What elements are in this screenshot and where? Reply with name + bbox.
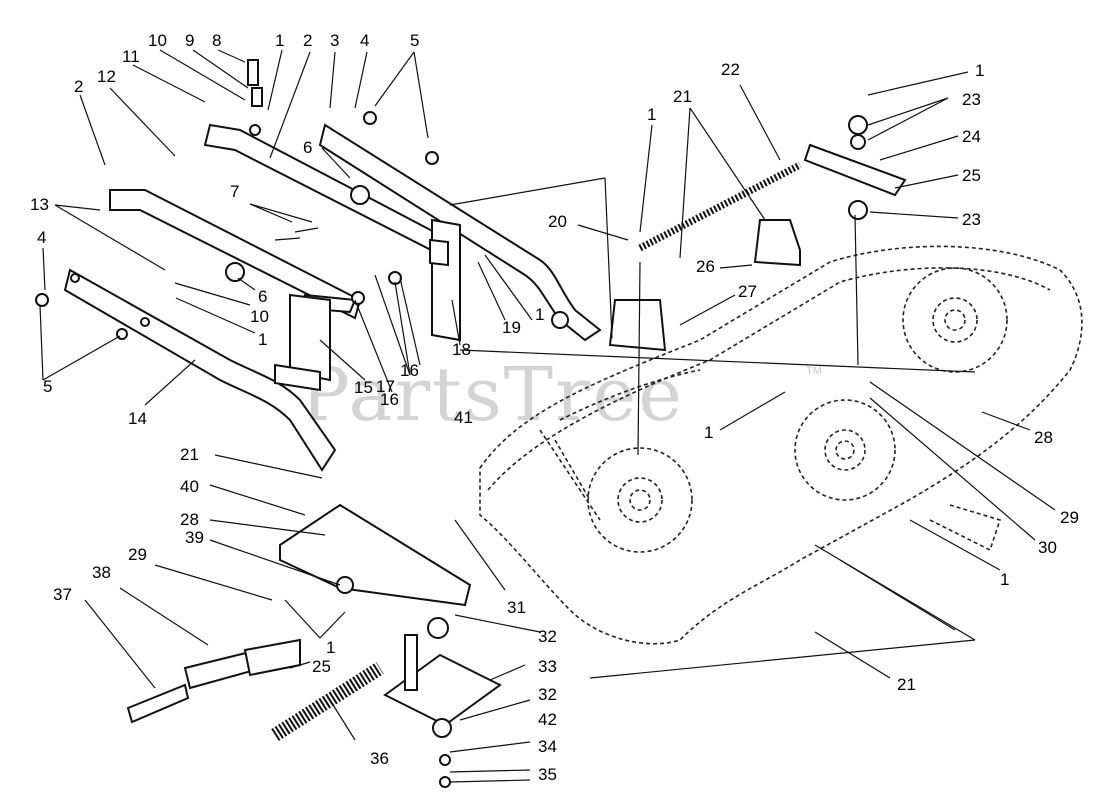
callout-21: 21 [673,87,692,106]
callout-32: 32 [538,627,557,646]
callout-30: 30 [1038,538,1057,557]
callout-37: 37 [53,585,72,604]
callout-8: 8 [212,31,221,50]
callout-21b: 21 [897,675,916,694]
callout-4b: 4 [37,228,46,247]
callout-16: 16 [380,390,399,409]
callout-1: 1 [275,31,284,50]
callout-28b: 28 [180,510,199,529]
trademark-mark: TM [806,365,822,377]
callout-4: 4 [360,31,369,50]
callout-27: 27 [738,282,757,301]
callout-1b: 1 [258,330,267,349]
callout-13: 13 [30,195,49,214]
plate-33 [383,617,502,788]
callout-24: 24 [962,127,981,146]
callout-6b: 6 [258,287,267,306]
callout-23: 23 [962,90,981,109]
callout-40: 40 [180,477,199,496]
callout-labels: 1 2 3 4 5 8 9 10 11 12 2 13 4 5 14 6 7 6… [30,31,1079,784]
mower-deck [479,245,1083,645]
callout-28: 28 [1034,428,1053,447]
callout-11: 11 [122,47,140,66]
callout-10: 10 [148,31,167,50]
spring-36 [271,662,384,741]
callout-9: 9 [185,31,194,50]
callout-29b: 29 [128,545,147,564]
callout-33: 33 [538,657,557,676]
callout-22: 22 [721,60,740,79]
callout-23b: 23 [962,210,981,229]
callout-18: 18 [452,340,471,359]
callout-1c: 1 [535,305,544,324]
callout-5b: 5 [43,377,52,396]
callout-15: 15 [354,378,373,397]
spindle-right [902,267,1008,373]
callout-10b: 10 [250,307,269,326]
callout-1h: 1 [326,638,335,657]
bracket-21-27 [608,219,801,352]
bracket-18 [429,218,461,342]
pedal-assembly [126,638,301,724]
callout-1f: 1 [975,61,984,80]
callout-29: 29 [1060,508,1079,527]
callout-1d: 1 [647,105,656,124]
callout-16b: 16 [400,361,419,380]
callout-38: 38 [92,563,111,582]
callout-25b: 25 [312,657,331,676]
callout-26: 26 [696,257,715,276]
callout-2: 2 [303,31,312,50]
callout-34: 34 [538,737,557,756]
callout-12: 12 [97,67,116,86]
callout-35: 35 [538,765,557,784]
callout-5: 5 [410,31,419,50]
callout-42: 42 [538,710,557,729]
spring-22 [638,161,802,252]
callout-36: 36 [370,749,389,768]
callout-6: 6 [303,138,312,157]
lift-arm-14 [63,268,337,472]
callout-31: 31 [507,598,526,617]
callout-2b: 2 [74,77,83,96]
callout-25: 25 [962,166,981,185]
hardware-left [35,59,439,340]
callout-1g: 1 [1000,570,1009,589]
leader-lines [39,49,1056,783]
callout-14: 14 [128,409,147,428]
callout-7: 7 [230,182,239,201]
callout-39: 39 [185,528,204,547]
callout-32b: 32 [538,685,557,704]
callout-19: 19 [502,318,521,337]
spindle-left [587,447,693,553]
callout-3: 3 [330,31,339,50]
link-24 [803,115,907,220]
callout-41: 41 [454,408,473,427]
callout-21c: 21 [180,445,199,464]
plate-40 [279,503,472,607]
callout-17: 17 [376,377,395,396]
callout-20: 20 [548,212,567,231]
bracket-15 [274,293,331,392]
spindle-center [794,399,896,501]
callout-1e: 1 [704,423,713,442]
